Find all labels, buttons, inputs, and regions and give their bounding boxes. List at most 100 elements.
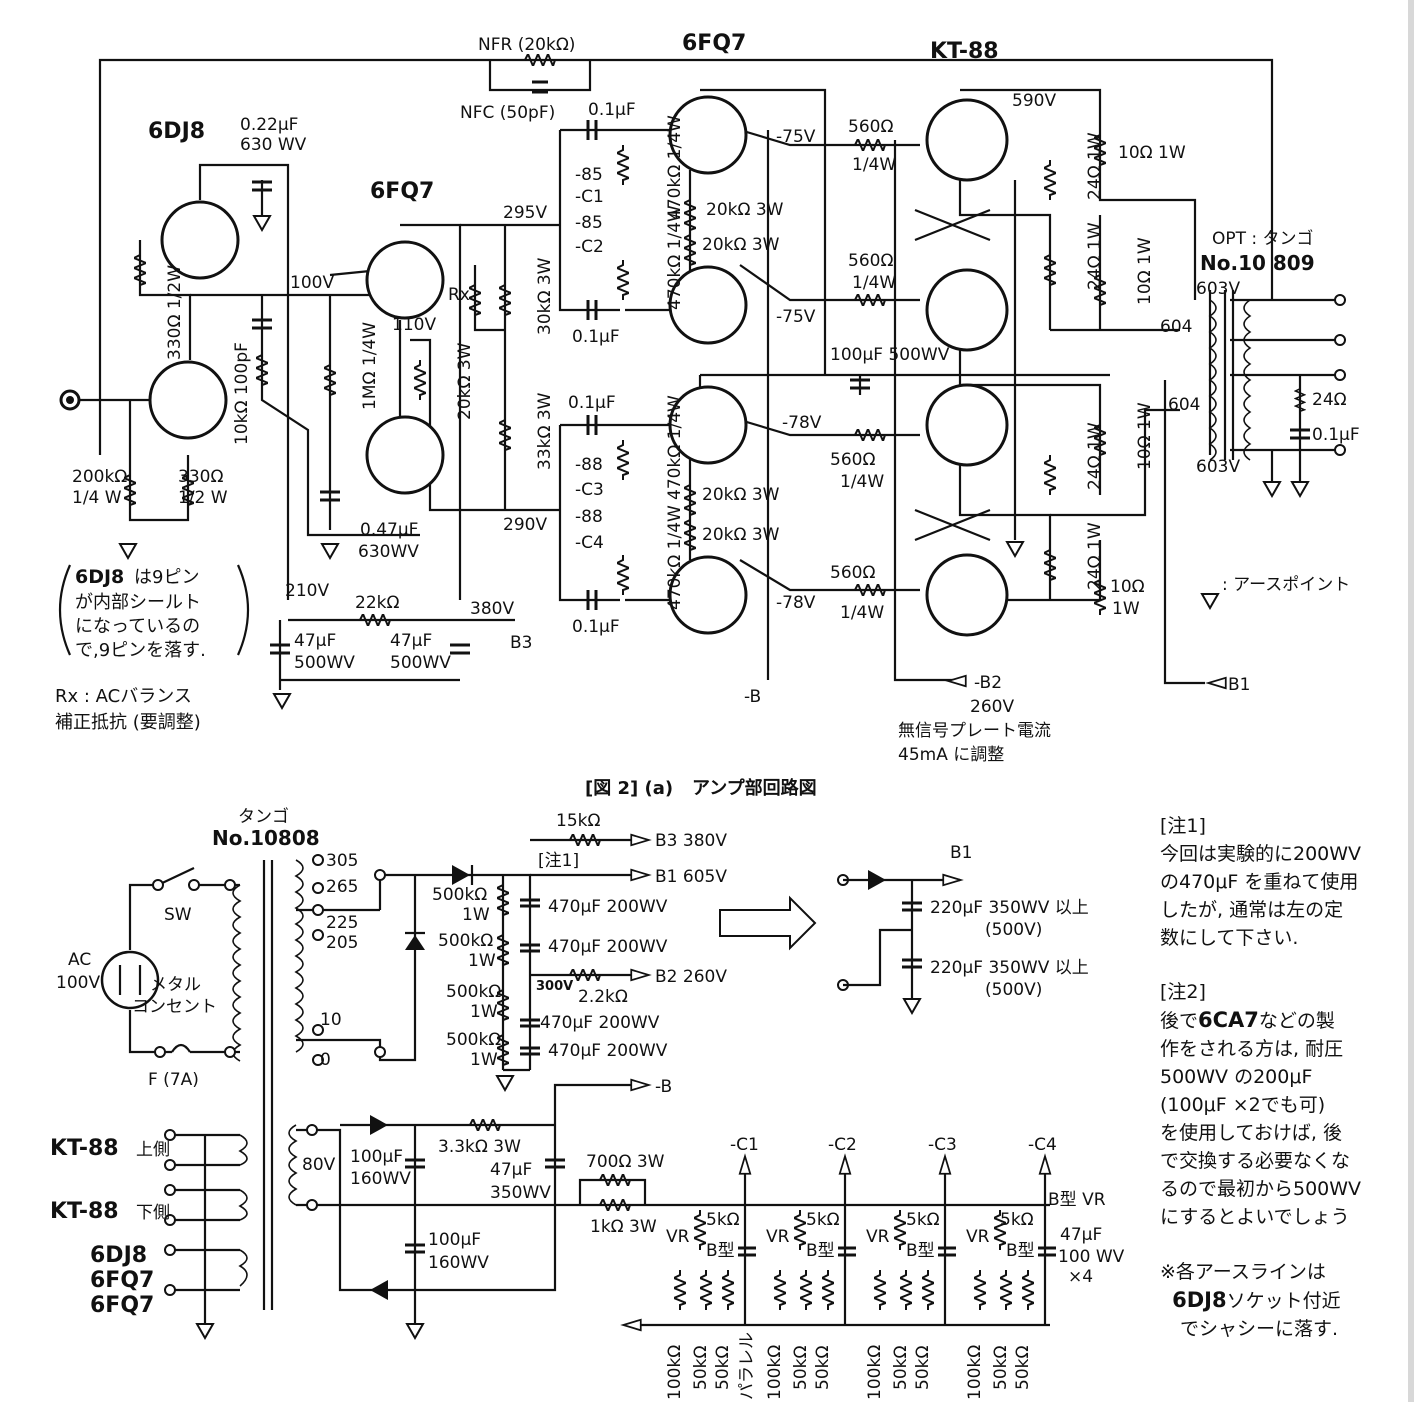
diode-3 (370, 1115, 388, 1135)
note-2-line6: で交換する必要なくな (1160, 1150, 1351, 1172)
diode-1 (452, 865, 470, 885)
bias-c2-label: -C2 (575, 237, 604, 257)
r700-label: 700Ω 3W (586, 1152, 665, 1172)
bias-88a-label: -88 (575, 455, 603, 475)
note-2: [注2] 後で6CA7などの製 作をされる方は, 耐圧 500WV の200μF… (1160, 978, 1400, 1231)
c100u-label: 100μF 500WV (830, 345, 950, 365)
ground-symbol (273, 693, 291, 709)
v78b-label: -78V (776, 593, 816, 613)
note-2-line2: 作をされる方は, 耐圧 (1160, 1038, 1344, 1060)
bubble-line2: が内部シールト (75, 592, 201, 613)
rx-note-1: Rx : ACバランス (55, 686, 192, 707)
tap604b-label: 604 (1168, 395, 1200, 415)
c01-1-label: 0.1μF (588, 100, 636, 120)
r50k-1a-label: 50kΩ (691, 1346, 711, 1390)
alt-b1-arrow-icon (942, 873, 962, 887)
v80-label: 80V (302, 1155, 336, 1175)
c047 (320, 490, 340, 502)
tango-label: タンゴ (238, 806, 289, 827)
r470k-4-label: 470kΩ 1/4W (665, 505, 685, 610)
note1-ref-label: [注1] (538, 851, 579, 871)
return-arrow-icon (622, 1318, 642, 1332)
tube-kt88-4 (925, 553, 1009, 637)
r470k-2 (617, 260, 629, 300)
r500k-4-w: 1W (470, 1050, 498, 1070)
ground-symbol (406, 1323, 424, 1339)
c470-4-label: 470μF 200WV (548, 1041, 668, 1061)
c01-1 (586, 120, 598, 140)
tube-label-6fq7: 6FQ7 (370, 179, 434, 204)
figure-caption-num: [図 2] (a) (585, 778, 674, 799)
r500k-3-w: 1W (470, 1002, 498, 1022)
note-1-line1: 今回は実験的に200WV (1160, 843, 1362, 865)
c01-out-label: 0.1μF (1312, 425, 1360, 445)
ac-v-label: 100V (56, 973, 100, 993)
r24-2 (1044, 250, 1056, 290)
r560-2 (850, 294, 890, 306)
r33k (499, 415, 511, 455)
r1m (324, 360, 336, 400)
note-2-title: [注2] (1160, 981, 1206, 1003)
c100u (850, 378, 870, 390)
bubble-6dj8: 6DJ8 (75, 566, 124, 588)
tube-6fq7-upper (365, 240, 445, 320)
r24-out-label: 24Ω (1312, 390, 1347, 410)
vr-2-label: VR (766, 1227, 790, 1247)
r200k-label: 200kΩ (72, 467, 127, 487)
ground-symbol (253, 215, 271, 231)
b1-label: B1 (1228, 675, 1250, 695)
r50k-1b-label: 50kΩ (713, 1346, 733, 1390)
r560-4-label: 560Ω (830, 563, 875, 583)
c47x4-v-label: 100 WV (1058, 1247, 1125, 1267)
note-1-line3: したが, 通常は左の定 (1160, 899, 1344, 921)
heater-6fq7-b: 6FQ7 (90, 1293, 154, 1318)
c47a-label: 47μF (294, 631, 336, 651)
tube-kt88-1 (925, 98, 1009, 182)
ground-symbol (196, 1323, 214, 1339)
r470k-1 (617, 145, 629, 185)
r560-1-label: 560Ω (848, 117, 893, 137)
plate-current-label-2: 45mA に調整 (898, 745, 1004, 765)
v300-label: 300V (536, 979, 573, 994)
ground-symbol (1291, 481, 1309, 497)
r100k-1 (674, 1270, 686, 1310)
tube-label-6fq7-out: 6FQ7 (682, 31, 746, 56)
c47a-v-label: 500WV (294, 653, 355, 673)
alt-c1-label: 220μF 350WV 以上 (930, 898, 1089, 918)
r50k-4a-label: 50kΩ (991, 1346, 1011, 1390)
tube-6fq7-drv2 (668, 265, 748, 345)
c47b-label: 47μF (390, 631, 432, 651)
nfc-label: NFC (50pF) (460, 103, 555, 123)
earth-point-icon (1201, 593, 1219, 609)
sw-label: SW (164, 905, 192, 925)
r50k-3a-label: 50kΩ (891, 1346, 911, 1390)
b3-psu-arrow-icon (630, 833, 650, 847)
power-wiring (100, 838, 1050, 1327)
r50k-3b (922, 1270, 934, 1310)
vr-3-label: VR (866, 1227, 890, 1247)
note-1-line2: の470μF を重ねて使用 (1160, 871, 1359, 893)
note-1: [注1] 今回は実験的に200WV の470μF を重ねて使用 したが, 通常は… (1160, 812, 1400, 952)
r470k-3 (617, 440, 629, 480)
c2-arrow-icon (838, 1155, 852, 1175)
ac-label: AC (68, 950, 91, 970)
tap-225: 225 (326, 913, 358, 933)
c4-psu-label: -C4 (1028, 1135, 1057, 1155)
r20k-1-label: 20kΩ 3W (706, 200, 784, 220)
r560-2-w-label: 1/4W (852, 273, 896, 293)
r1k-label: 1kΩ 3W (590, 1217, 657, 1237)
heater-kt88-upper-side: 上側 (136, 1140, 170, 1160)
r50k-2b-label: 50kΩ (813, 1346, 833, 1390)
r33k3w-label: 3.3kΩ 3W (438, 1137, 521, 1157)
c047-label: 0.47μF (360, 520, 418, 540)
vr-1-type: B型 (706, 1241, 735, 1261)
opt-label: OPT : タンゴ (1212, 228, 1314, 249)
c100a-v-label: 160WV (350, 1169, 411, 1189)
v603a-label: 603V (1196, 279, 1240, 299)
vr-3-value: 5kΩ (906, 1210, 940, 1230)
ground-symbol (1263, 481, 1281, 497)
plate-current-label-1: 無信号プレート電流 (898, 721, 1051, 741)
r560-4 (850, 584, 890, 596)
v100-label: 100V (290, 273, 334, 293)
ground-symbol (903, 998, 921, 1014)
